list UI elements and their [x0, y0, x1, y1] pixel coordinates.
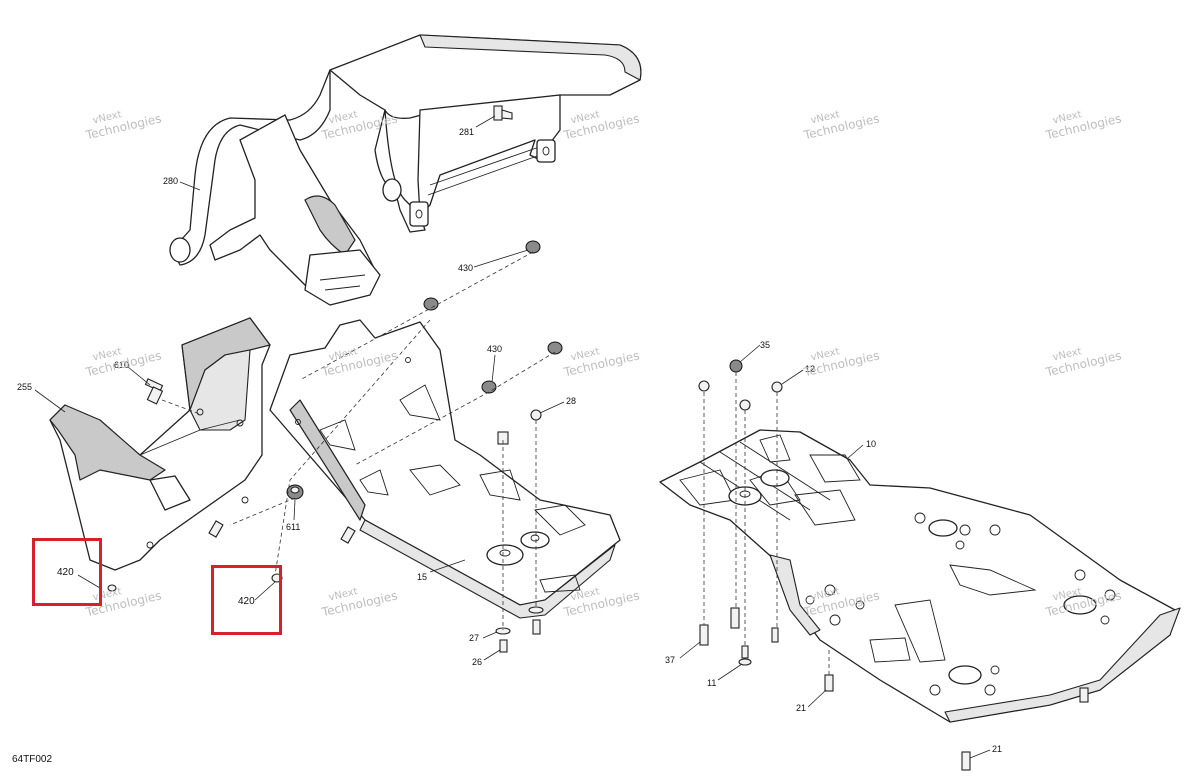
fastener-610: [144, 378, 201, 415]
callout-420-left: 420: [57, 567, 74, 578]
fastener-lower-left: [208, 520, 356, 544]
callout-21-a: 21: [796, 703, 806, 713]
callout-15: 15: [417, 572, 427, 582]
highlight-box-420-right[interactable]: [211, 565, 282, 635]
nut-35: [698, 359, 743, 392]
bolt-37: [699, 607, 740, 646]
washer-27: [495, 606, 544, 635]
leader-lines: [34, 115, 991, 759]
callout-37: 37: [665, 655, 675, 665]
callout-420-right: 420: [238, 596, 255, 607]
skid-plate-255: [49, 317, 271, 571]
nut-28: [497, 409, 542, 445]
main-skid-plate-10: [659, 429, 1181, 723]
callout-255: 255: [17, 382, 32, 392]
callout-610: 610: [114, 360, 129, 370]
callout-280: 280: [163, 176, 178, 186]
bolt-26: [499, 619, 541, 653]
callout-10: 10: [866, 439, 876, 449]
nut-611: [286, 484, 304, 500]
nut-12: [739, 381, 783, 411]
nut-430-lower: [481, 341, 563, 394]
callout-28: 28: [566, 396, 576, 406]
callout-21-b: 21: [992, 744, 1002, 754]
bolt-281: [493, 105, 513, 121]
drawing-code: 64TF002: [12, 754, 53, 765]
nut-430-upper: [423, 240, 541, 311]
highlight-box-420-left[interactable]: [32, 538, 102, 606]
callout-12: 12: [805, 364, 815, 374]
callout-27: 27: [469, 633, 479, 643]
callout-281: 281: [459, 127, 474, 137]
callout-labels: 280 281 430 430 255 610 611 28 15 27 26 …: [17, 127, 1002, 754]
bumper-280: [169, 34, 642, 306]
callout-35: 35: [760, 340, 770, 350]
front-skid-plate-15: [269, 319, 621, 619]
callout-430-lower: 430: [487, 344, 502, 354]
washer-11: [738, 627, 779, 666]
callout-11: 11: [707, 678, 716, 688]
callout-611: 611: [286, 522, 300, 532]
callout-430-upper: 430: [458, 263, 473, 273]
callout-26: 26: [472, 657, 482, 667]
